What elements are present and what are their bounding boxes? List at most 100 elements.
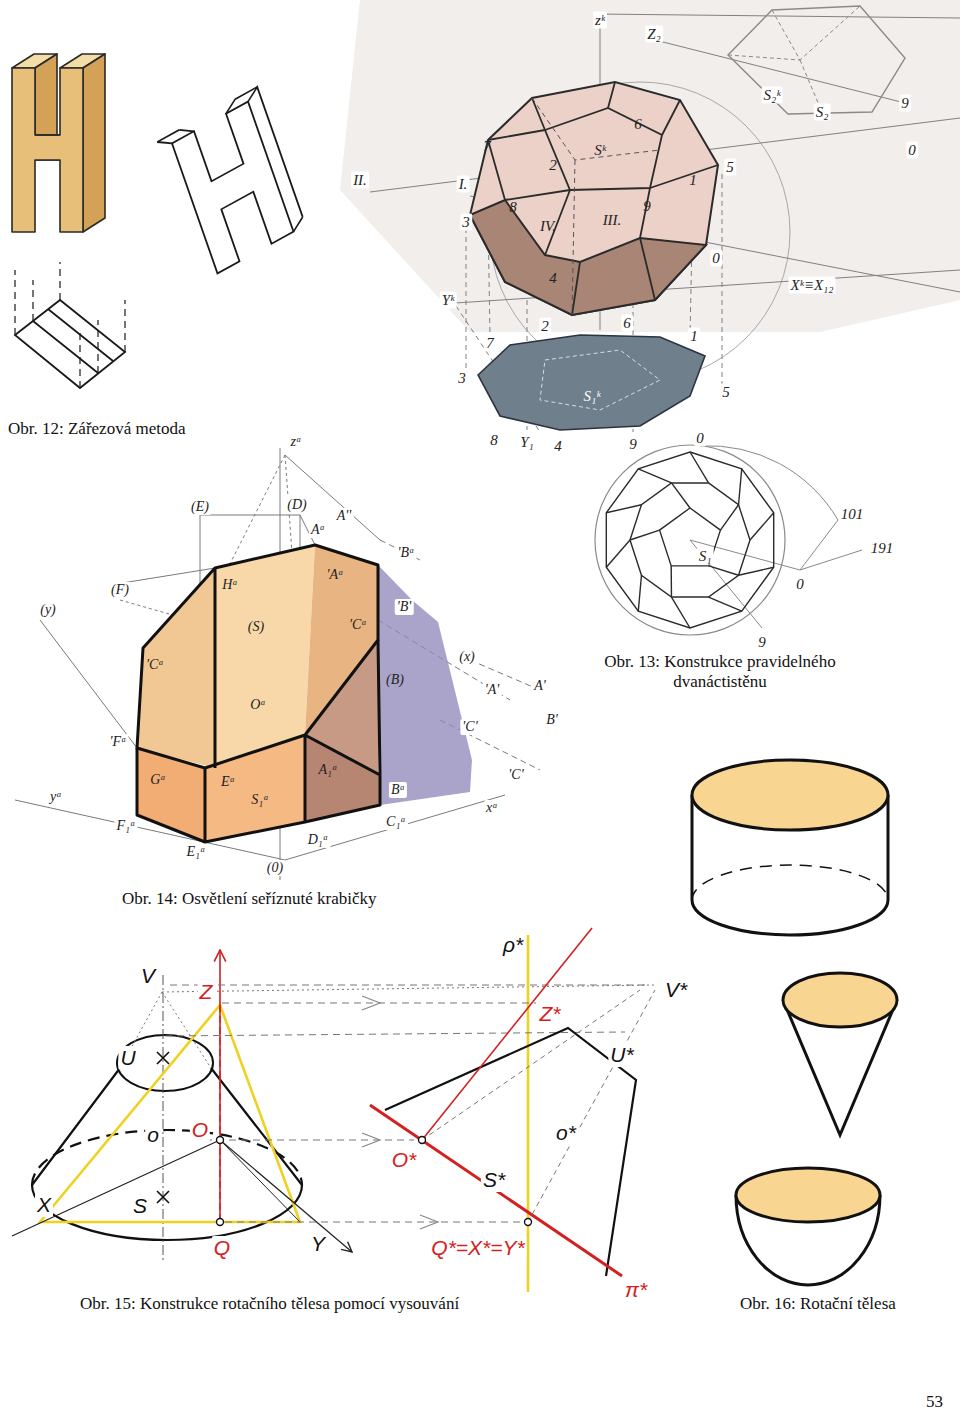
notch-method-outline [157, 87, 305, 280]
rotation-solid-construction-part [362, 996, 438, 1229]
point-label: 1 [687, 172, 699, 189]
rotation-solid-construction-part [32, 1130, 302, 1185]
point-label: Y₁ [518, 434, 536, 451]
point-label: Gᵃ [148, 772, 168, 788]
point-label: 0 [710, 250, 722, 267]
point-label: U [118, 1046, 137, 1070]
point-label: 9 [756, 634, 768, 651]
notch-method-solid-part [83, 54, 105, 232]
dodecahedron-construction-part [470, 200, 706, 315]
point-label: I. [457, 176, 470, 193]
box-lighting-part [378, 565, 472, 805]
point-label: 8 [507, 199, 519, 216]
point-label: Aᵃ [309, 522, 327, 538]
rotation-solid-construction-part [40, 1005, 300, 1222]
point-label: (0) [265, 860, 285, 876]
point-label: C₁ᵃ [384, 814, 408, 830]
point-label: 5 [720, 384, 732, 401]
point-label: Bᵃ [389, 782, 407, 798]
point-label: U* [608, 1043, 635, 1067]
dodecahedron-construction-part-part [606, 540, 630, 567]
point-label: 4 [547, 270, 559, 287]
dodecahedron-construction-part [728, 6, 860, 112]
point-label: D₁ᵃ [306, 832, 331, 848]
point-label: 8 [488, 432, 500, 449]
dodecahedron-construction-part-part [545, 108, 662, 190]
rotation-solid-construction-part [217, 1137, 532, 1226]
point-label: II. [351, 172, 369, 189]
notch-method-outline-part [157, 87, 260, 150]
dodecahedron-construction-part-part [671, 597, 690, 628]
point-label: 'A' [483, 682, 502, 698]
point-label: Oᵃ [248, 697, 268, 713]
point-label: xᵃ [484, 800, 500, 816]
dodecahedron-construction-part-part [690, 452, 709, 483]
dodecahedron-construction-part [470, 82, 718, 315]
dodecahedron-construction-part-part [720, 505, 738, 530]
point-label: V [139, 964, 157, 988]
dodecahedron-construction-part-part [638, 575, 641, 611]
point-label: 'Fᵃ [107, 734, 128, 750]
rotation-solid-construction-part [220, 1140, 300, 1222]
point-label: 2 [547, 157, 559, 174]
rotation-solid-construction-part [12, 1140, 352, 1252]
dodecahedron-construction-part-part [660, 508, 721, 566]
dodecahedron-construction-part-part [488, 82, 718, 255]
point-label: zᵃ [288, 434, 303, 450]
point-label: Yᵏ [440, 292, 457, 309]
point-label: O [190, 1118, 210, 1142]
dodecahedron-construction-part [606, 452, 773, 628]
rotation-solids-part [692, 760, 888, 830]
point-label: 5 [724, 159, 736, 176]
dodecahedron-construction-part [340, 0, 960, 332]
point-label: 2 [539, 318, 551, 335]
rotation-solids-part [692, 900, 888, 935]
dodecahedron-construction-part [540, 350, 660, 410]
point-label: zᵏ [593, 12, 607, 29]
rotation-solid-construction-part [117, 1035, 213, 1091]
point-label: Z₂ [645, 26, 663, 43]
rotation-solid-construction-part [527, 935, 530, 1292]
point-label: 3 [460, 214, 472, 231]
point-label: 0 [906, 142, 918, 159]
point-label: 4 [552, 438, 564, 455]
rotation-solid-construction-part [422, 928, 592, 1140]
point-label: 3 [456, 370, 468, 387]
notch-method-outline-part [172, 102, 294, 274]
notch-method-solid-part [35, 134, 60, 136]
point-label: Q [212, 1236, 232, 1260]
dodecahedron-construction-part-part [671, 483, 690, 508]
rotation-solid-construction-part [165, 985, 650, 1222]
point-label: V* [663, 978, 689, 1002]
point-label: Hᵃ [220, 577, 240, 593]
point-label: (D) [285, 497, 308, 513]
point-label: A₁ᵃ [317, 762, 340, 778]
point-label: B' [544, 712, 560, 728]
point-label: 'Aᵃ [324, 567, 345, 583]
dodecahedron-construction-part-part [655, 40, 905, 103]
point-label: 7 [481, 138, 493, 155]
dodecahedron-construction [340, 0, 960, 635]
box-lighting-part [137, 545, 380, 842]
figure-caption: 53 [926, 1392, 943, 1412]
dodecahedron-construction-part-part [709, 597, 742, 611]
dodecahedron-construction-part-part [750, 513, 774, 540]
box-lighting-part-part [137, 545, 378, 768]
dodecahedron-construction-part-part [739, 469, 742, 505]
dodecahedron-construction-part-part [630, 530, 660, 540]
point-label: 9 [641, 198, 653, 215]
point-label: Z* [538, 1002, 563, 1026]
point-label: (y) [38, 602, 58, 618]
dodecahedron-construction-part-part [606, 452, 773, 628]
rotation-solids-part [736, 1168, 880, 1222]
dodecahedron-construction-part [700, 446, 838, 520]
point-label: 191 [869, 540, 896, 557]
dodecahedron-construction-part [370, 14, 960, 432]
box-lighting [15, 448, 540, 880]
notch-method-solid-part [35, 54, 57, 135]
dodecahedron-construction-part-part [630, 483, 750, 597]
point-label: 0 [794, 576, 806, 593]
point-label: (S) [246, 619, 266, 635]
rotation-solid-construction-part-part [217, 1219, 224, 1226]
